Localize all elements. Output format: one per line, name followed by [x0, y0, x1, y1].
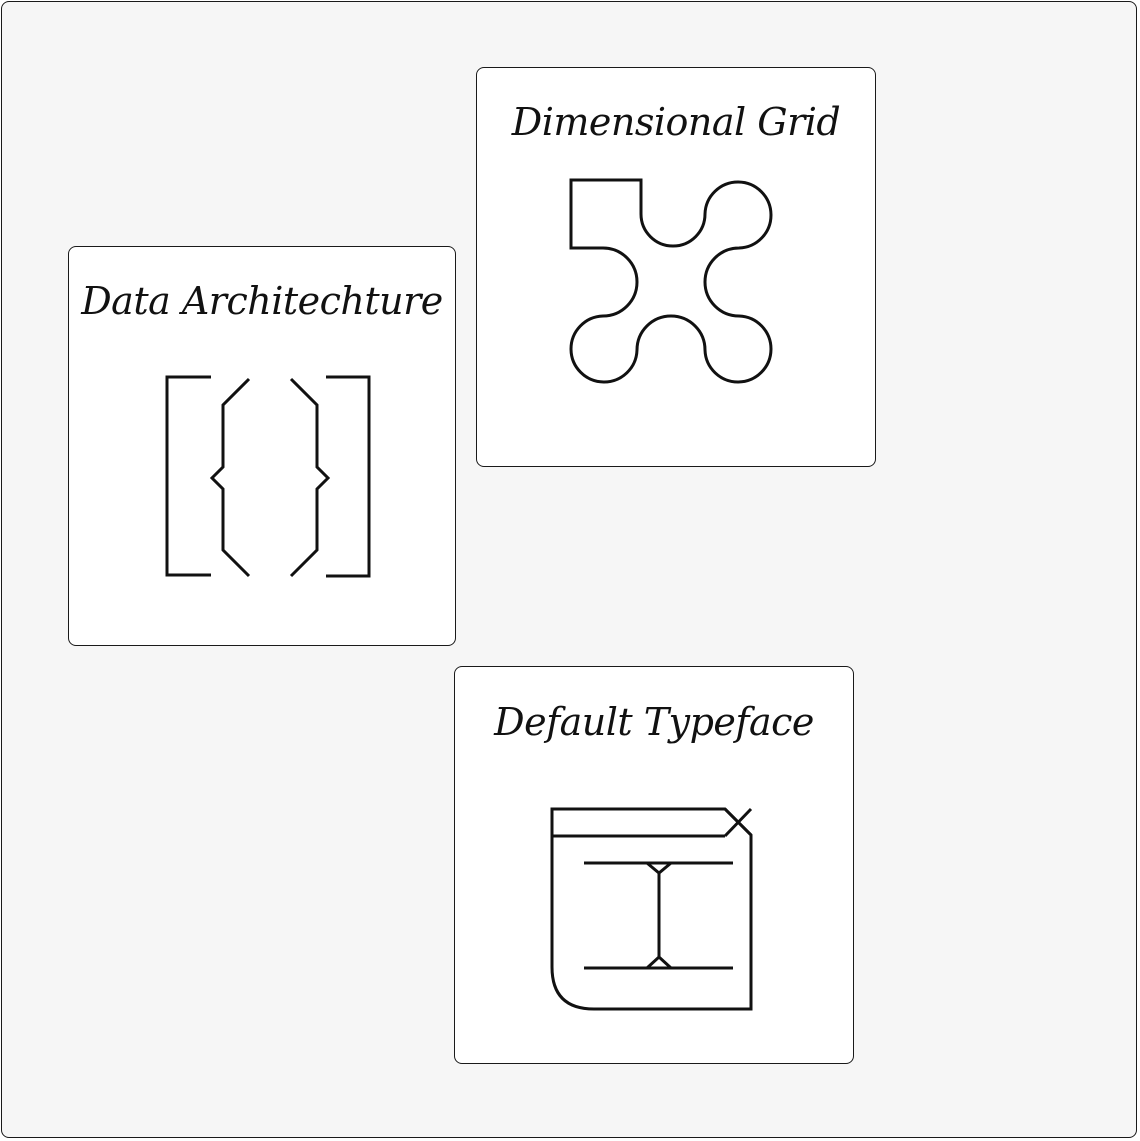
grid-blob-icon: [569, 178, 773, 384]
card-default-typeface[interactable]: Default Typeface: [454, 666, 854, 1064]
card-data-architechture[interactable]: Data Architechture: [68, 246, 456, 646]
card-dimensional-grid[interactable]: Dimensional Grid: [476, 67, 876, 467]
typeface-window-icon: [550, 807, 753, 1011]
card-title: Dimensional Grid: [511, 100, 841, 144]
card-title: Data Architechture: [81, 279, 443, 323]
brackets-braces-icon: [165, 375, 371, 578]
card-title: Default Typeface: [494, 700, 814, 744]
